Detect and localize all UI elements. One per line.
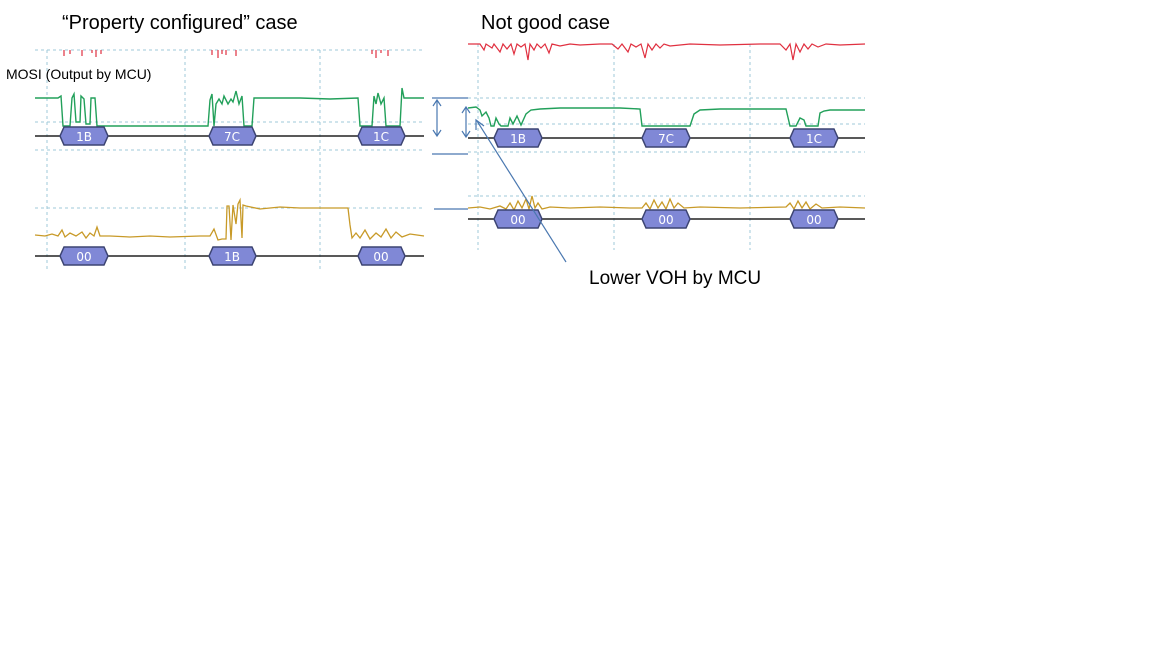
left-mosi-bus-box-3: 1C <box>357 126 406 146</box>
right-miso-byte-2: 00 <box>658 213 673 227</box>
voh-annotation: Lower VOH by MCU <box>475 118 761 289</box>
right-red-trace <box>468 42 866 61</box>
right-mosi-byte-2: 7C <box>658 132 674 146</box>
right-miso-bus-box-2: 00 <box>641 209 691 229</box>
right-mosi-byte-1: 1B <box>510 132 526 146</box>
right-miso-waveform <box>467 195 866 212</box>
annotation-label: Lower VOH by MCU <box>589 268 761 289</box>
left-miso-bus-box-1: 00 <box>59 246 109 266</box>
right-mosi-byte-3: 1C <box>806 132 822 146</box>
right-mosi-bus-box-3: 1C <box>789 128 839 148</box>
right-grid <box>468 44 865 250</box>
right-mosi-bus-box-1: 1B <box>493 128 543 148</box>
left-miso-bus-box-2: 1B <box>208 246 257 266</box>
right-miso-bus-box-3: 00 <box>789 209 839 229</box>
right-miso-bus-box-1: 00 <box>493 209 543 229</box>
right-mosi-bus-box-2: 7C <box>641 128 691 148</box>
right-miso-byte-1: 00 <box>510 213 525 227</box>
left-miso-byte-2: 1B <box>224 250 240 264</box>
left-miso-byte-1: 00 <box>76 250 91 264</box>
right-miso-byte-3: 00 <box>806 213 821 227</box>
annotation-pointer-line <box>476 120 567 263</box>
right-panel-title: Not good case <box>481 12 610 34</box>
right-mosi-waveform <box>467 106 865 127</box>
left-panel: “Property configured” case MOSI (Output … <box>6 12 425 272</box>
mosi-label: MOSI (Output by MCU) <box>6 66 151 82</box>
left-mosi-byte-2: 7C <box>224 130 240 144</box>
left-mosi-bus-box-1: 1B <box>59 126 109 146</box>
annotation-pointer-arrowhead <box>475 118 485 130</box>
voh-comparison-markers <box>432 97 471 210</box>
left-mosi-byte-3: 1C <box>373 130 389 144</box>
left-grid <box>35 49 424 272</box>
left-miso-waveform <box>34 197 425 241</box>
right-panel: Not good case 1B 7C <box>467 12 866 250</box>
left-mosi-bus-box-2: 7C <box>208 126 257 146</box>
left-miso-bus-box-3: 00 <box>357 246 406 266</box>
left-panel-title: “Property configured” case <box>62 12 298 34</box>
left-mosi-waveform <box>35 87 424 127</box>
left-mosi-byte-1: 1B <box>76 130 92 144</box>
left-red-trace <box>63 50 389 58</box>
left-miso-byte-3: 00 <box>373 250 388 264</box>
